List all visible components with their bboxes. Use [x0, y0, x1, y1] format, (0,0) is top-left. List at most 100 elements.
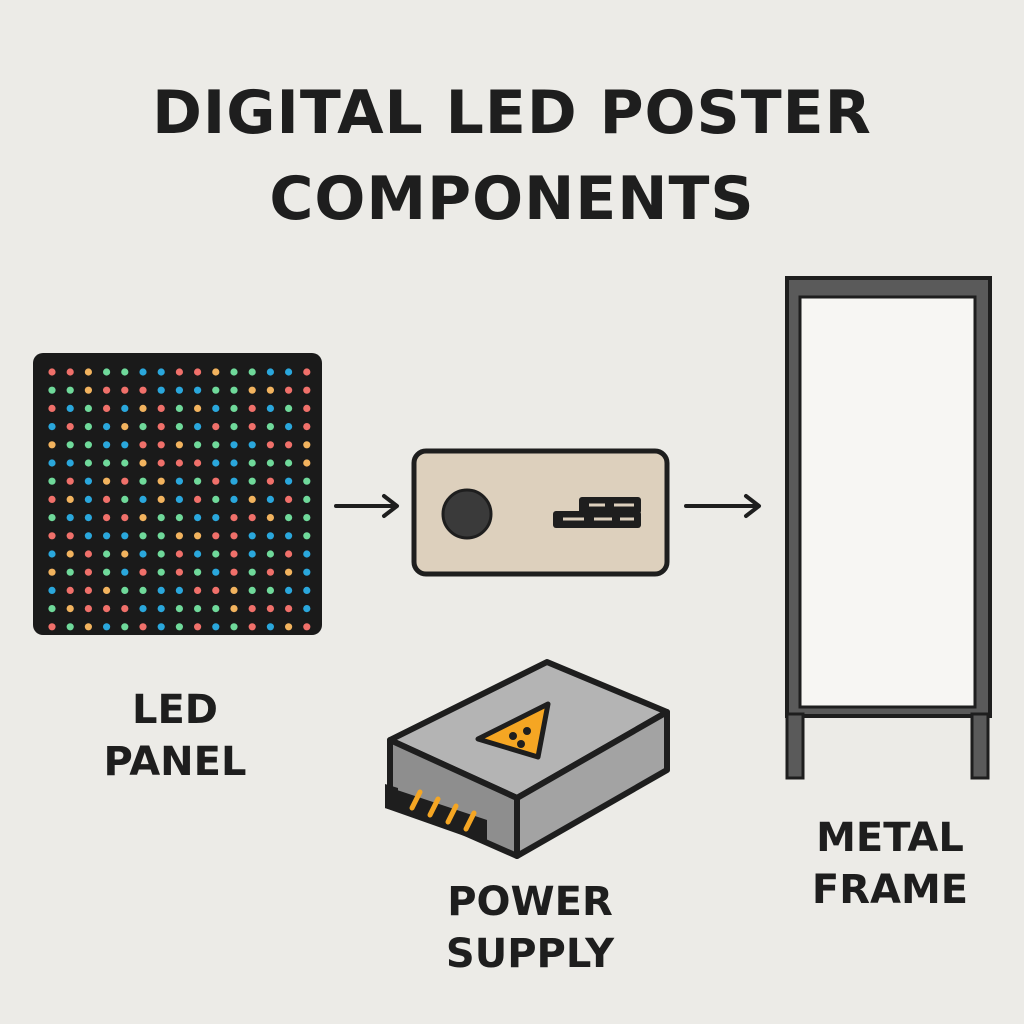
- poster-frame-icon: [785, 276, 992, 780]
- led-dot: [248, 423, 256, 431]
- led-dot: [194, 441, 202, 449]
- led-dot: [157, 623, 165, 631]
- led-dot: [139, 586, 147, 595]
- led-dot: [84, 514, 92, 522]
- led-dot: [103, 550, 111, 558]
- led-dot: [266, 423, 274, 431]
- led-dot: [84, 586, 92, 595]
- led-dot: [285, 386, 293, 394]
- led-dot: [139, 477, 147, 485]
- led-dot: [230, 368, 238, 376]
- led-dot: [139, 550, 147, 558]
- led-dot: [212, 605, 220, 613]
- led-dot: [66, 368, 74, 376]
- led-dot: [175, 459, 183, 467]
- led-dot: [139, 495, 147, 503]
- led-dot: [103, 514, 111, 522]
- led-dot: [121, 605, 129, 613]
- led-dot: [175, 586, 183, 595]
- led-dot: [285, 514, 293, 522]
- led-dot: [194, 532, 202, 540]
- led-dot: [139, 605, 147, 613]
- led-dot: [84, 477, 92, 485]
- led-dot: [230, 586, 238, 595]
- led-dot: [248, 514, 256, 522]
- led-dot: [230, 423, 238, 431]
- controller-knob: [441, 488, 493, 540]
- led-dot: [248, 568, 256, 576]
- led-dot: [66, 532, 74, 540]
- led-dot: [84, 532, 92, 540]
- led-dot: [194, 568, 202, 576]
- led-dot: [66, 605, 74, 613]
- led-dot: [194, 404, 202, 412]
- led-dot: [48, 423, 56, 431]
- controller-box-icon: [411, 448, 670, 577]
- led-dot: [66, 386, 74, 394]
- led-dot: [157, 404, 165, 412]
- led-dot: [303, 623, 311, 631]
- title-line-2: COMPONENTS: [269, 164, 755, 234]
- led-dot: [248, 441, 256, 449]
- led-dot: [175, 368, 183, 376]
- led-dot: [48, 386, 56, 394]
- led-dot: [285, 368, 293, 376]
- led-dot: [157, 586, 165, 595]
- led-dot: [103, 568, 111, 576]
- led-dot: [194, 423, 202, 431]
- led-dot: [230, 605, 238, 613]
- led-dot: [303, 423, 311, 431]
- led-dot: [248, 495, 256, 503]
- led-dot: [48, 495, 56, 503]
- led-dot: [103, 532, 111, 540]
- led-dot: [248, 550, 256, 558]
- led-dot: [121, 404, 129, 412]
- metal-frame-label-line-2: FRAME: [811, 867, 969, 913]
- led-dot: [66, 586, 74, 595]
- led-dot: [103, 423, 111, 431]
- led-dot: [66, 477, 74, 485]
- led-dot: [248, 623, 256, 631]
- led-dot: [266, 623, 274, 631]
- led-dot: [66, 404, 74, 412]
- led-dot: [103, 605, 111, 613]
- led-dot: [157, 459, 165, 467]
- led-dot: [48, 477, 56, 485]
- led-dot: [266, 550, 274, 558]
- led-dot: [121, 623, 129, 631]
- led-dot: [230, 550, 238, 558]
- led-dot: [139, 404, 147, 412]
- led-dot: [84, 423, 92, 431]
- led-dot: [194, 623, 202, 631]
- led-dot: [266, 441, 274, 449]
- led-dot: [103, 386, 111, 394]
- led-dot: [194, 477, 202, 485]
- led-dot: [48, 368, 56, 376]
- led-dot: [194, 586, 202, 595]
- power-supply-label-line-1: POWER: [447, 879, 613, 925]
- led-dot: [248, 386, 256, 394]
- warning-triangle-icon: [475, 701, 551, 760]
- led-dot: [303, 568, 311, 576]
- led-dot: [266, 368, 274, 376]
- led-dot: [103, 441, 111, 449]
- led-dot: [175, 623, 183, 631]
- led-dot: [66, 441, 74, 449]
- led-dot: [139, 423, 147, 431]
- led-dot: [175, 423, 183, 431]
- led-dot: [194, 495, 202, 503]
- led-dot: [212, 495, 220, 503]
- led-dot: [175, 514, 183, 522]
- led-dot: [266, 568, 274, 576]
- led-dot: [103, 404, 111, 412]
- led-dot: [303, 368, 311, 376]
- led-dot: [175, 550, 183, 558]
- led-dot: [157, 368, 165, 376]
- led-dot: [84, 459, 92, 467]
- led-dot: [48, 404, 56, 412]
- led-dot: [121, 477, 129, 485]
- metal-frame-label-line-1: METAL: [816, 815, 964, 861]
- led-dot: [139, 441, 147, 449]
- led-dot: [157, 423, 165, 431]
- led-dot: [266, 386, 274, 394]
